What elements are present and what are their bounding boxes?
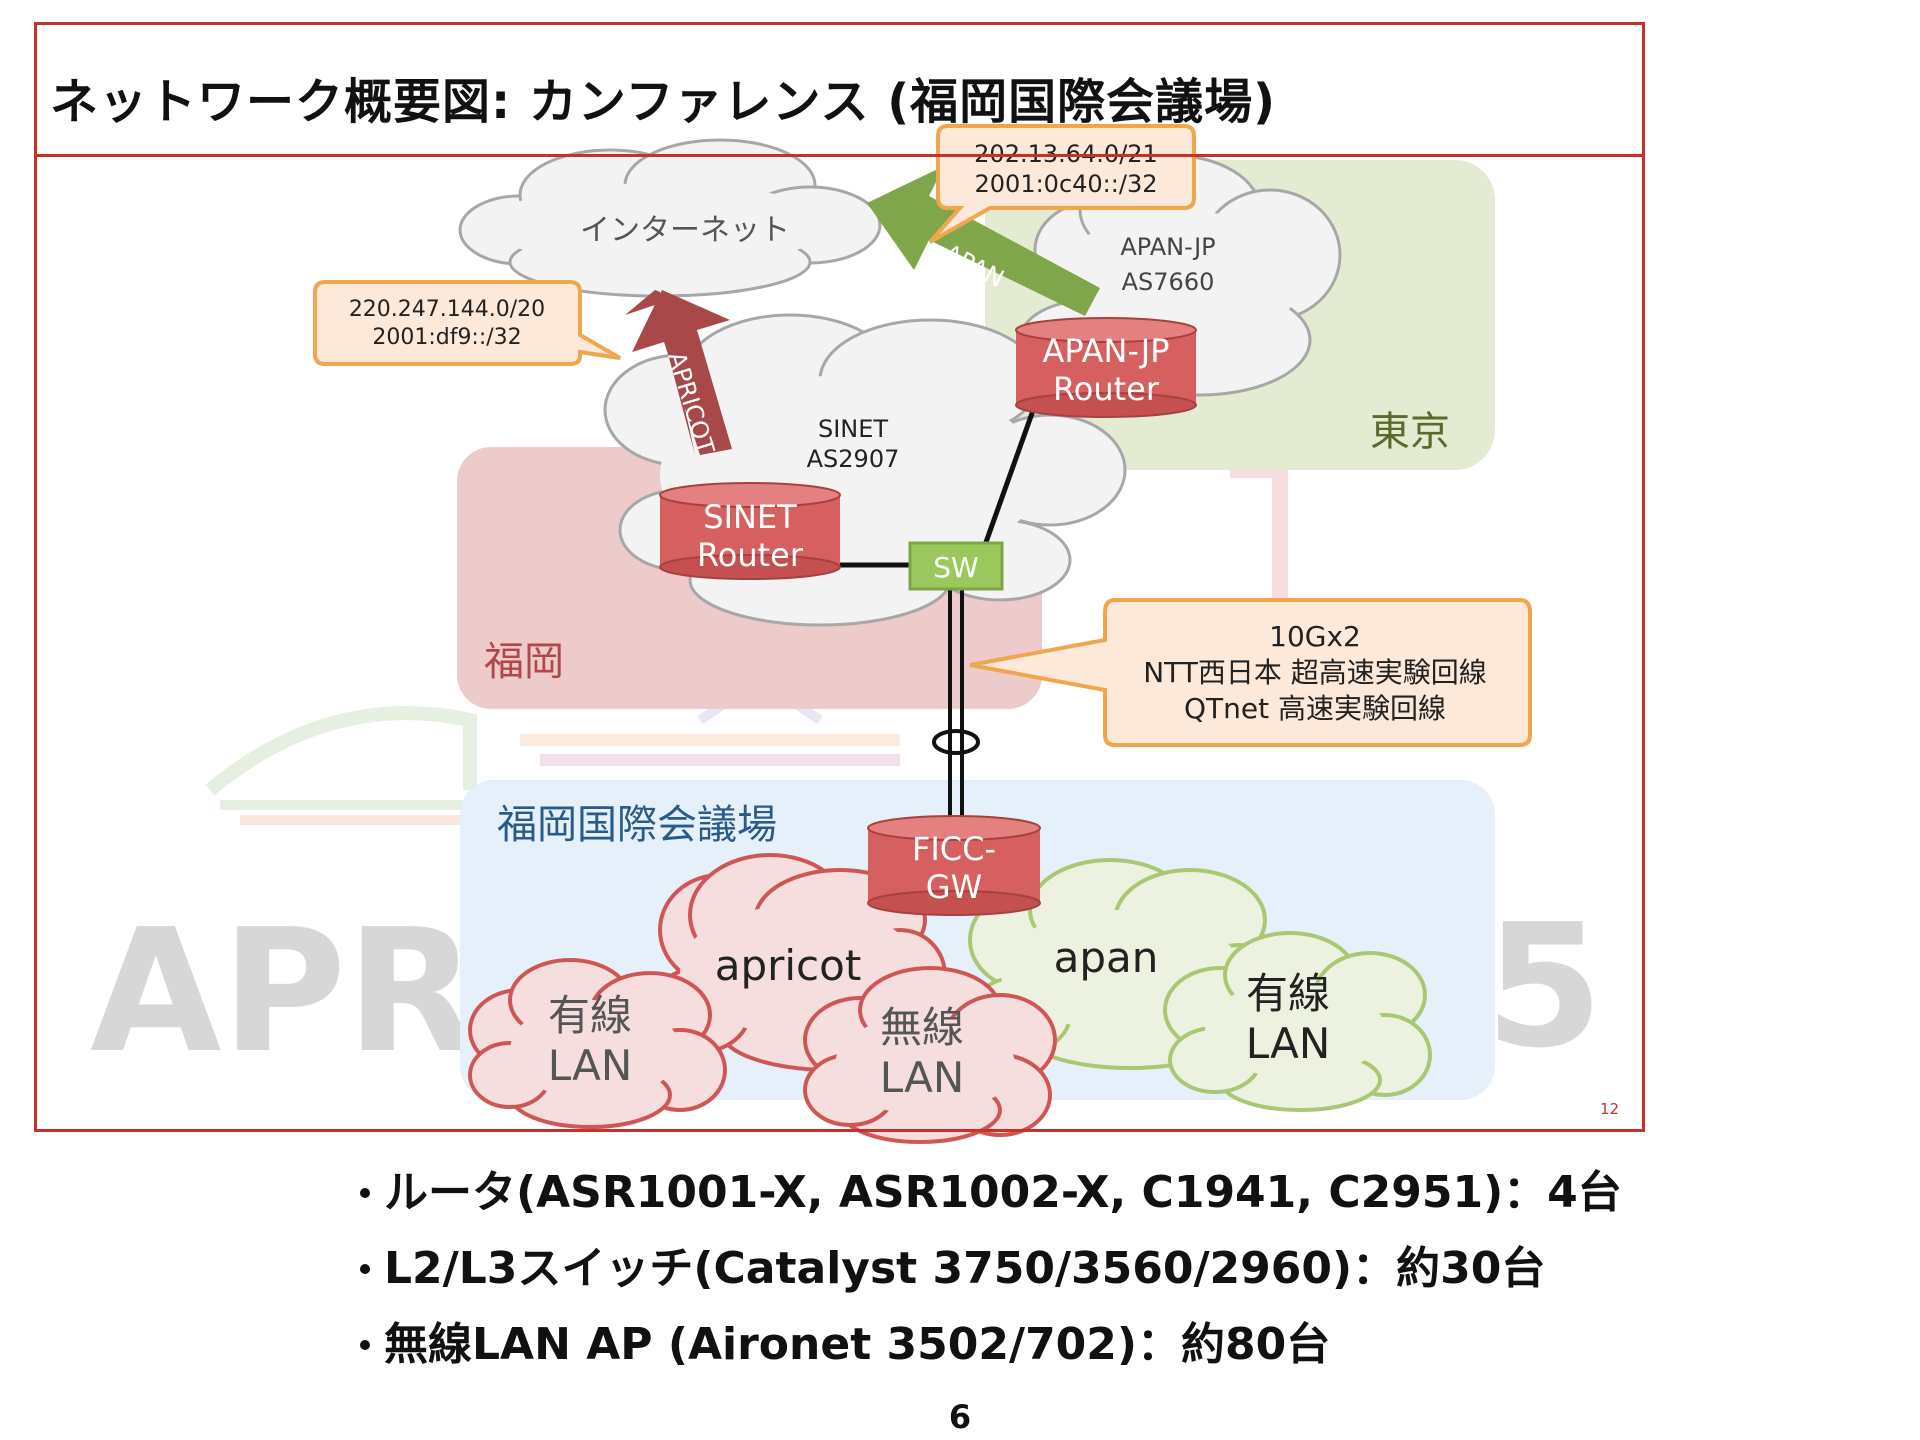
bullet-dot: [360, 1340, 370, 1350]
sinet-router-label-2: Router: [697, 536, 804, 574]
circuit-callout-line-3: QTnet 高速実験回線: [1184, 692, 1446, 725]
wireless-lan-cloud: [803, 966, 1057, 1144]
bullet-dot: [360, 1264, 370, 1274]
sinet-cloud-label-2: AS2907: [807, 445, 900, 473]
apricot-prefix-v4: 220.247.144.0/20: [349, 297, 545, 322]
bullet-text: 無線LAN AP (Aironet 3502/702)：約80台: [384, 1319, 1331, 1370]
page-number: 6: [948, 1398, 972, 1436]
slide-number: 12: [1600, 1100, 1620, 1118]
link-aggregation-oval: [932, 729, 980, 755]
apan-router-label-1: APAN-JP: [1042, 332, 1169, 370]
bullet-item: L2/L3スイッチ(Catalyst 3750/3560/2960)：約30台: [360, 1226, 1622, 1302]
slide-frame: [34, 22, 1645, 1132]
watermark-text-right: 5: [1485, 888, 1603, 1086]
slide-title: ネットワーク概要図: カンファレンス (福岡国際会議場): [50, 74, 1277, 130]
bullet-item: 無線LAN AP (Aironet 3502/702)：約80台: [360, 1302, 1622, 1378]
apan-jp-router: [1015, 317, 1197, 418]
apan-jp-cloud-label-2: AS7660: [1122, 268, 1215, 296]
apan-prefix-v6: 2001:0c40::/32: [975, 170, 1158, 198]
apan-cloud-label: apan: [1054, 933, 1159, 982]
apricot-arrow: [625, 290, 732, 455]
bullet-item: ルータ(ASR1001-X, ASR1002-X, C1941, C2951)：…: [360, 1150, 1622, 1226]
ficc-gw-router: [867, 815, 1041, 916]
sinet-router: [659, 482, 841, 580]
wired-lan-cloud-1: [468, 958, 727, 1129]
bullet-list: ルータ(ASR1001-X, ASR1002-X, C1941, C2951)：…: [360, 1150, 1622, 1378]
sinet-cloud-label-1: SINET: [818, 415, 888, 443]
internet-label: インターネット: [580, 213, 790, 248]
apricot-cloud-label: apricot: [715, 941, 862, 990]
wired-lan-1-label-1: 有線: [548, 991, 632, 1040]
bullet-text: L2/L3スイッチ(Catalyst 3750/3560/2960)：約30台: [384, 1243, 1546, 1294]
bullet-text: ルータ(ASR1001-X, ASR1002-X, C1941, C2951)：…: [384, 1167, 1622, 1218]
wired-lan-2-label-1: 有線: [1246, 969, 1330, 1018]
ficc-gw-label-1: FICC-: [912, 830, 996, 868]
switch-box: [908, 541, 1004, 591]
wired-lan-1-label-2: LAN: [548, 1041, 633, 1090]
title-bar: [34, 22, 1645, 157]
circuit-callout-line-2: NTT西日本 超高速実験回線: [1143, 656, 1487, 689]
wireless-lan-label-2: LAN: [880, 1053, 965, 1102]
venue-label: 福岡国際会議場: [497, 802, 777, 848]
circuit-callout: [969, 598, 1532, 747]
internet-cloud: [458, 138, 882, 298]
wired-lan-cloud-2: [1163, 931, 1432, 1112]
apricot-prefix-callout: [313, 280, 621, 366]
wireless-lan-label-1: 無線: [880, 1003, 964, 1052]
ficc-gw-label-2: GW: [926, 868, 982, 906]
link-apan-router-sw: [982, 404, 1038, 546]
tokyo-label: 東京: [1370, 409, 1450, 455]
fukuoka-label: 福岡: [484, 639, 564, 685]
apan-jp-cloud-label-1: APAN-JP: [1120, 233, 1215, 261]
bullet-dot: [360, 1188, 370, 1198]
apan-router-label-2: Router: [1053, 370, 1160, 408]
switch-label: SW: [933, 551, 978, 584]
apan-arrow: [867, 166, 1100, 316]
circuit-callout-line-1: 10Gx2: [1269, 620, 1361, 653]
wired-lan-2-label-2: LAN: [1246, 1019, 1331, 1068]
sinet-router-label-1: SINET: [703, 498, 797, 536]
apricot-prefix-v6: 2001:df9::/32: [372, 325, 521, 350]
